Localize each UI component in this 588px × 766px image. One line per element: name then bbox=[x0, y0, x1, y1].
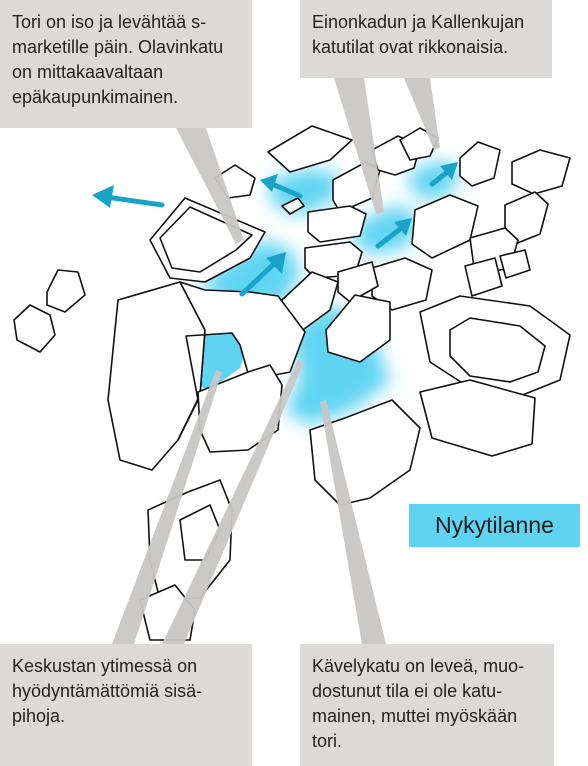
building-east-b bbox=[511, 149, 571, 195]
pointer-kallenkuja bbox=[404, 78, 440, 150]
callout-market-square: Tori on iso ja levähtää s- marketille pä… bbox=[0, 0, 252, 128]
pointer-pedestrian-street bbox=[320, 400, 386, 644]
building-hut-b bbox=[13, 304, 56, 353]
building-block-southeast bbox=[419, 379, 536, 457]
building-large-block-inner bbox=[449, 317, 546, 383]
pointer-market-square bbox=[176, 128, 244, 244]
callout-pointers bbox=[112, 78, 440, 644]
callout-street-spaces: Einonkadun ja Kallenkujan katutilat ovat… bbox=[300, 0, 552, 78]
building-central-block bbox=[177, 281, 306, 441]
building-centre-e bbox=[337, 261, 379, 303]
arrow-einonkatu bbox=[375, 218, 412, 249]
arrow-olavinkatu bbox=[260, 174, 303, 199]
highlight-einonkatu bbox=[355, 205, 420, 255]
highlight-olavinkatu bbox=[270, 168, 340, 215]
building-centre-c bbox=[411, 194, 479, 259]
building-kiosk bbox=[281, 197, 305, 215]
pointer-courtyard-b bbox=[162, 360, 304, 644]
arrow-kallenkuja bbox=[429, 162, 458, 187]
building-market-hall-roof bbox=[159, 206, 253, 273]
building-centre-d bbox=[371, 257, 433, 311]
building-mid-east-b bbox=[499, 249, 531, 279]
pointer-courtyard-a bbox=[112, 370, 222, 644]
building-olavinkatu-a bbox=[267, 125, 353, 173]
building-large-block bbox=[419, 295, 571, 397]
arrow-west bbox=[92, 185, 165, 208]
flow-arrows bbox=[92, 162, 458, 297]
arrow-square-north bbox=[239, 252, 286, 297]
building-mid-east-c bbox=[464, 257, 503, 297]
building-centre-a bbox=[307, 205, 367, 243]
building-hut-a bbox=[46, 269, 86, 313]
building-east-a bbox=[459, 141, 501, 187]
callout-courtyards: Keskustan ytimessä on hyödyntämättömiä s… bbox=[0, 644, 252, 766]
building-centre-g bbox=[325, 294, 391, 363]
current-state-badge: Nykytilanne bbox=[409, 504, 580, 547]
pointer-einonkatu bbox=[334, 78, 384, 214]
callout-pedestrian-street: Kävelykatu on leveä, muo- dostunut tila … bbox=[300, 644, 554, 766]
building-courtyard-south bbox=[197, 364, 283, 453]
